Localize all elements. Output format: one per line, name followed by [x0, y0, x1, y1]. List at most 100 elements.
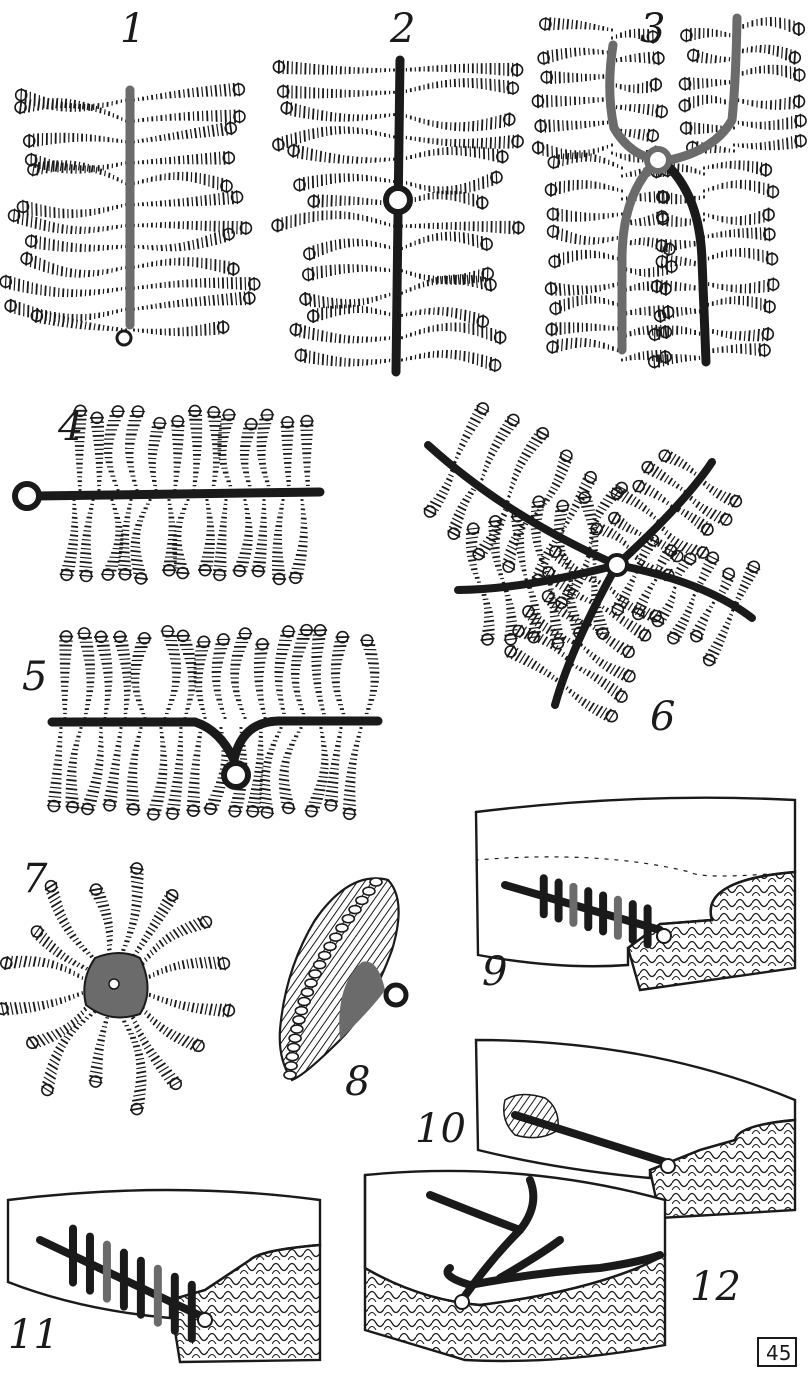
larval-gallery: [79, 500, 94, 581]
larval-gallery: [101, 500, 124, 580]
larval-gallery: [402, 112, 515, 131]
larval-gallery: [538, 48, 612, 65]
larval-gallery: [89, 1013, 110, 1087]
larval-gallery: [27, 1000, 92, 1048]
larval-gallery: [513, 625, 573, 666]
larval-gallery: [304, 239, 394, 261]
figure-label-2: 2: [389, 6, 415, 52]
egg-niche: [288, 1043, 300, 1051]
larval-gallery: [125, 406, 145, 490]
larval-gallery: [622, 281, 671, 296]
figure-11-entrance-hole: [198, 1313, 212, 1327]
larval-gallery: [281, 417, 295, 490]
figure-label-4: 4: [57, 404, 83, 450]
larval-gallery: [488, 516, 505, 583]
larval-gallery: [21, 252, 126, 278]
larval-gallery: [0, 275, 126, 297]
larval-gallery: [305, 728, 329, 817]
larval-gallery: [59, 631, 73, 718]
page-number-box: 45: [758, 1338, 796, 1366]
larval-gallery: [581, 644, 635, 682]
larval-gallery: [734, 134, 806, 150]
larval-gallery: [612, 77, 661, 93]
figure-10-entrance-hole: [661, 1159, 675, 1173]
larval-gallery: [546, 180, 623, 197]
figure-label-3: 3: [640, 6, 665, 52]
larval-gallery: [130, 500, 151, 584]
larval-gallery: [134, 277, 260, 291]
larval-gallery: [113, 631, 131, 718]
larval-gallery: [454, 403, 489, 463]
larval-gallery: [141, 957, 229, 982]
larval-gallery: [131, 633, 152, 718]
egg-niche: [305, 979, 317, 987]
larval-gallery: [254, 639, 269, 718]
larval-gallery: [251, 500, 267, 577]
larval-gallery: [60, 500, 79, 580]
larval-gallery: [402, 350, 501, 372]
egg-niche: [298, 997, 310, 1005]
larval-gallery: [550, 295, 622, 315]
larval-gallery: [257, 409, 275, 490]
larval-gallery: [77, 628, 95, 718]
larval-gallery: [308, 194, 394, 208]
larval-gallery: [402, 232, 492, 252]
larval-gallery: [272, 500, 286, 584]
larval-gallery: [134, 121, 236, 143]
larval-gallery: [103, 728, 123, 811]
larval-gallery: [481, 414, 520, 480]
larval-gallery: [704, 277, 779, 293]
page-number: 45: [766, 1341, 791, 1365]
larval-gallery: [549, 250, 622, 269]
larval-gallery: [275, 626, 296, 718]
larval-gallery: [290, 323, 394, 344]
larval-gallery: [548, 224, 623, 244]
larval-gallery: [655, 307, 705, 323]
larval-gallery: [698, 475, 742, 507]
figure-9-entrance-hole: [657, 929, 671, 943]
larval-gallery: [26, 234, 126, 252]
figure-5-mother-gallery: [52, 721, 378, 760]
figure-label-8: 8: [345, 1059, 370, 1105]
larval-gallery: [134, 151, 234, 165]
larval-gallery: [240, 419, 258, 490]
larval-gallery: [166, 728, 184, 819]
larval-gallery: [704, 248, 778, 266]
figure-2-mother-gallery: [396, 60, 400, 372]
larval-gallery: [300, 292, 394, 309]
egg-niche: [286, 1053, 298, 1061]
larval-gallery: [547, 207, 622, 222]
figure-label-11: 11: [8, 1312, 59, 1358]
larval-gallery: [146, 728, 167, 820]
larval-gallery: [704, 343, 770, 357]
larval-gallery: [704, 227, 775, 241]
larval-gallery: [0, 990, 87, 1016]
larval-gallery: [734, 17, 804, 36]
larval-gallery: [188, 405, 202, 490]
larval-gallery: [66, 728, 83, 813]
figure-8-entrance-hole: [386, 985, 406, 1005]
larval-gallery: [402, 134, 523, 148]
figure-2-entrance-hole: [386, 188, 410, 212]
larval-gallery: [294, 173, 394, 192]
larval-gallery: [535, 450, 573, 514]
larval-gallery: [656, 255, 704, 269]
larval-gallery: [703, 610, 734, 666]
larval-gallery: [148, 418, 167, 490]
larval-gallery: [104, 406, 125, 490]
figure-label-1: 1: [120, 6, 145, 52]
larval-gallery: [24, 133, 126, 148]
egg-niche: [319, 952, 331, 960]
figure-3-gallery-left-lower: [622, 168, 650, 350]
larval-gallery: [535, 119, 612, 133]
larval-gallery: [118, 863, 143, 959]
larval-gallery: [134, 110, 245, 124]
larval-gallery: [612, 51, 664, 65]
larval-gallery: [28, 160, 126, 185]
larval-gallery: [273, 126, 394, 151]
larval-gallery: [402, 146, 508, 164]
larval-gallery: [704, 180, 778, 199]
egg-niche: [363, 887, 375, 895]
larval-gallery: [134, 320, 229, 336]
larval-gallery: [734, 45, 800, 65]
